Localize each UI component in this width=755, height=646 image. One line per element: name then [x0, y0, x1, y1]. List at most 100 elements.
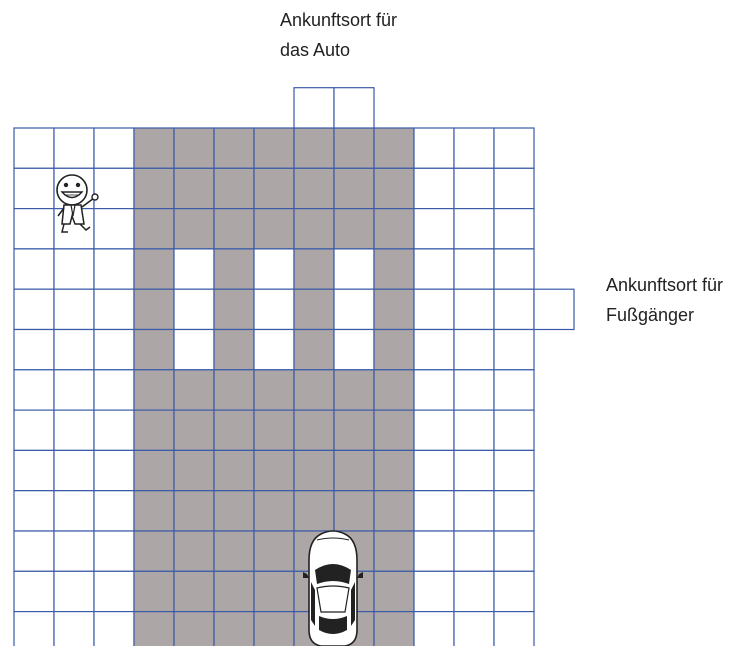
grid-cell: [54, 491, 94, 531]
road-cell: [134, 571, 174, 611]
grid-cell: [54, 450, 94, 490]
grid-cell: [454, 531, 494, 571]
grid-cell: [494, 410, 534, 450]
road-cell: [294, 450, 334, 490]
grid-cell: [414, 410, 454, 450]
road-cell: [254, 209, 294, 249]
road-cell: [374, 491, 414, 531]
road-cell: [134, 249, 174, 289]
grid-cell: [494, 330, 534, 370]
grid-cell: [494, 491, 534, 531]
road-cell: [134, 612, 174, 646]
grid-cell: [94, 209, 134, 249]
grid-cell: [494, 450, 534, 490]
grid-cell: [334, 330, 374, 370]
grid-cells: [14, 128, 534, 646]
road-cell: [294, 168, 334, 208]
road-cell: [214, 289, 254, 329]
grid-cell: [94, 330, 134, 370]
road-cell: [214, 612, 254, 646]
road-cell: [174, 209, 214, 249]
road-cell: [334, 209, 374, 249]
road-cell: [214, 410, 254, 450]
pedestrian-goal-cell: [534, 289, 574, 329]
grid-cell: [454, 249, 494, 289]
road-cell: [294, 330, 334, 370]
grid-cell: [454, 330, 494, 370]
road-cell: [134, 128, 174, 168]
grid-cell: [94, 612, 134, 646]
road-cell: [214, 491, 254, 531]
road-cell: [134, 370, 174, 410]
road-cell: [294, 370, 334, 410]
road-cell: [374, 370, 414, 410]
road-cell: [374, 571, 414, 611]
road-cell: [334, 450, 374, 490]
road-cell: [374, 128, 414, 168]
grid-cell: [54, 410, 94, 450]
grid-cell: [494, 168, 534, 208]
car-icon: [303, 531, 363, 646]
road-cell: [334, 370, 374, 410]
grid-cell: [94, 450, 134, 490]
road-cell: [214, 330, 254, 370]
grid-cell: [94, 128, 134, 168]
grid-cell: [414, 330, 454, 370]
road-cell: [254, 410, 294, 450]
grid-cell: [494, 128, 534, 168]
grid-cell: [14, 128, 54, 168]
road-cell: [134, 410, 174, 450]
grid-cell: [414, 491, 454, 531]
grid-cell: [94, 491, 134, 531]
road-cell: [374, 410, 414, 450]
road-cell: [134, 330, 174, 370]
grid-cell: [454, 289, 494, 329]
grid-cell: [494, 209, 534, 249]
grid-cell: [94, 289, 134, 329]
grid-cell: [494, 531, 534, 571]
grid-cell: [254, 289, 294, 329]
road-cell: [294, 289, 334, 329]
road-cell: [174, 128, 214, 168]
grid-cell: [94, 571, 134, 611]
grid-cell: [94, 370, 134, 410]
grid-cell: [454, 128, 494, 168]
grid-cell: [94, 168, 134, 208]
grid-cell: [54, 571, 94, 611]
grid-cell: [174, 330, 214, 370]
grid-cell: [254, 330, 294, 370]
grid-cell: [454, 450, 494, 490]
grid-cell: [454, 370, 494, 410]
grid-cell: [94, 410, 134, 450]
road-cell: [374, 209, 414, 249]
road-cell: [174, 410, 214, 450]
road-cell: [374, 612, 414, 646]
road-cell: [254, 491, 294, 531]
road-cell: [134, 168, 174, 208]
grid-cell: [494, 289, 534, 329]
grid-cell: [54, 249, 94, 289]
road-cell: [174, 491, 214, 531]
grid-cell: [14, 330, 54, 370]
grid-cell: [54, 128, 94, 168]
grid-cell: [14, 289, 54, 329]
grid-cell: [14, 370, 54, 410]
road-cell: [334, 128, 374, 168]
road-cell: [374, 168, 414, 208]
grid-cell: [454, 612, 494, 646]
grid-cell: [454, 491, 494, 531]
grid-cell: [414, 168, 454, 208]
road-cell: [214, 370, 254, 410]
grid-cell: [414, 531, 454, 571]
road-cell: [334, 410, 374, 450]
grid-cell: [174, 289, 214, 329]
grid-cell: [454, 209, 494, 249]
grid-cell: [14, 209, 54, 249]
grid-cell: [14, 531, 54, 571]
road-cell: [214, 450, 254, 490]
road-cell: [214, 531, 254, 571]
road-cell: [374, 330, 414, 370]
road-cell: [174, 168, 214, 208]
road-cell: [254, 531, 294, 571]
